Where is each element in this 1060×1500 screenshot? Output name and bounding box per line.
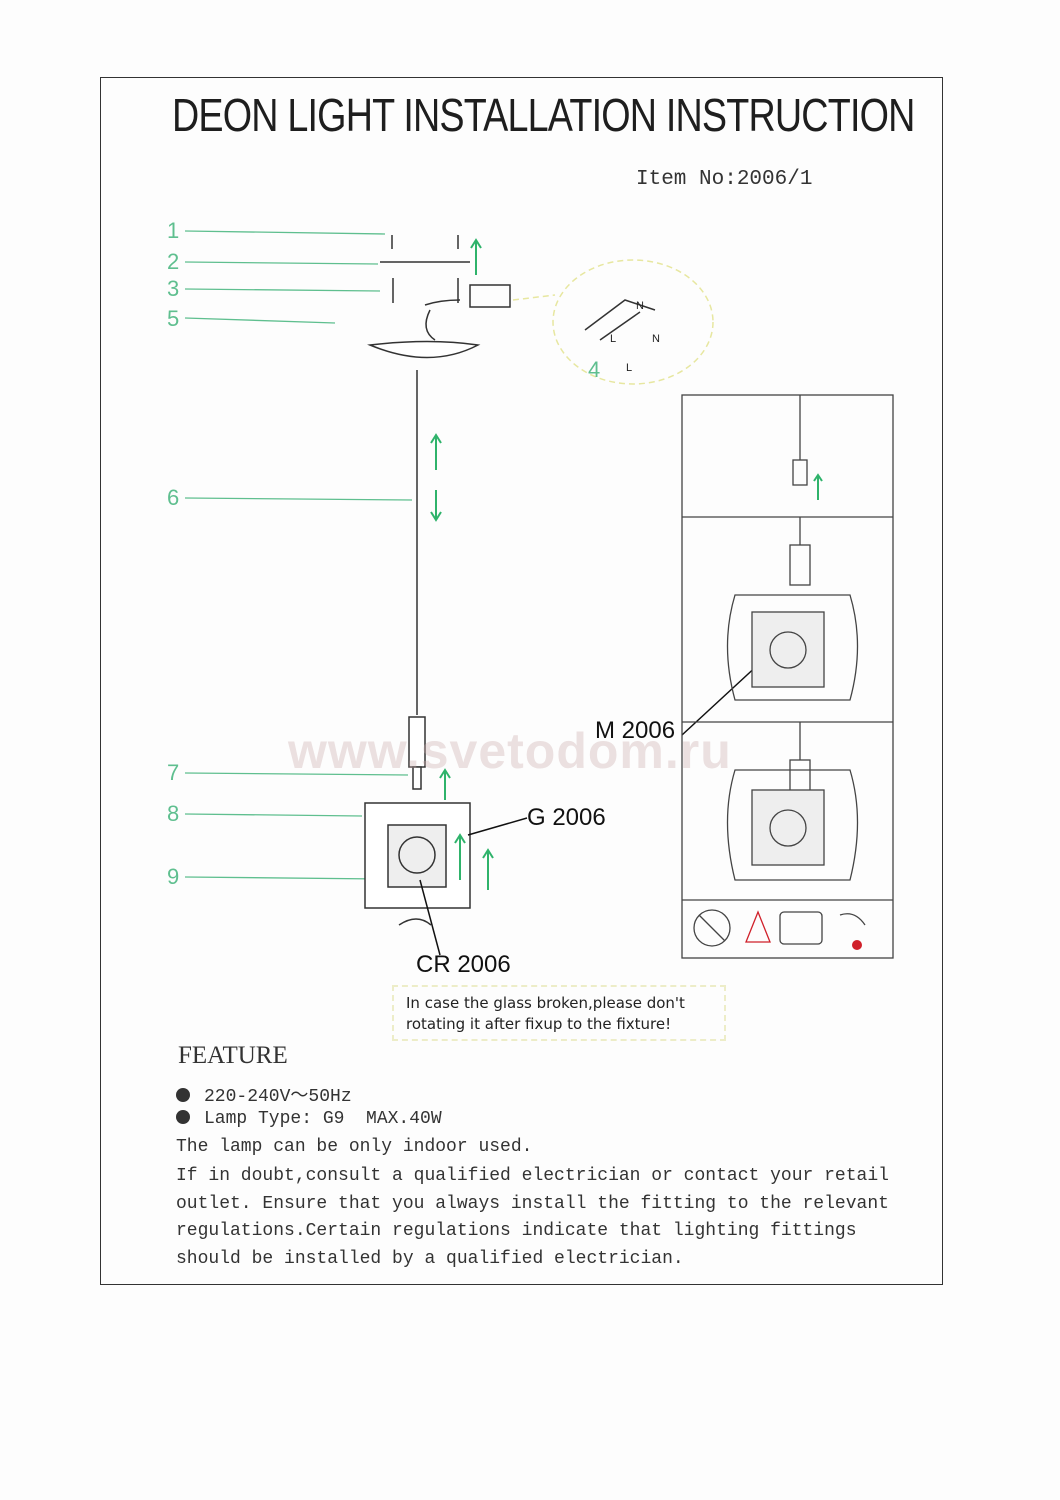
feature-line: If in doubt,consult a qualified electric… [176,1166,889,1186]
wire-label-n: N [636,300,644,312]
leader-1 [184,230,386,235]
warning-triangle-icon [745,910,771,943]
leader-6 [184,497,413,501]
feature-heading: FEATURE [178,1042,288,1069]
bullet-icon [176,1110,190,1124]
feature-line: The lamp can be only indoor used. [176,1137,533,1157]
blood-drop-icon [852,940,862,950]
feature-line: should be installed by a qualified elect… [176,1249,684,1269]
step-number-4: 4 [588,357,601,382]
bullet-icon [176,1088,190,1102]
direction-arrows [430,238,823,890]
leader-8 [184,813,363,817]
step-number-6: 6 [167,485,180,510]
cloth-icon [779,911,823,945]
step-number-7: 7 [167,760,180,785]
step-number-1: 1 [167,218,180,243]
crystal-ornament [398,836,436,874]
step-number-3: 3 [167,276,180,301]
lamp-type-text: Lamp Type: G9 MAX.40W [204,1109,442,1129]
step-panel [681,394,894,959]
part-label-g2006: G 2006 [527,804,606,831]
step-number-8: 8 [167,801,180,826]
crystal-cube [387,824,447,888]
m2006-leader [681,662,761,736]
feature-line: regulations.Certain regulations indicate… [176,1221,857,1241]
warning-line-2: rotating it after fixup to the fixture! [406,1015,672,1033]
screws [392,278,459,303]
voltage-text: 220-240V～50Hz [204,1087,352,1107]
cr2006-leader [419,879,441,956]
step-number-5: 5 [167,306,180,331]
hand-injury-icon [839,913,866,926]
terminal-detail [584,299,656,341]
glass-warning-note: In case the glass broken,please don't ro… [392,985,726,1041]
item-number: Item No:2006/1 [636,168,813,191]
wire-label-n2: N [652,333,660,345]
wall-plugs [391,235,459,249]
watermark: www.svetodom.ru [288,723,732,779]
leader-3 [184,288,381,292]
leader-5 [184,317,336,324]
wires [424,299,461,341]
part-label-m2006: M 2006 [595,717,676,744]
rotate-arrow [398,918,432,926]
g2006-leader [467,817,528,836]
wiring-detail-bubble [552,259,714,385]
no-touch-icon [693,909,731,947]
step-number-2: 2 [167,249,180,274]
terminal-block [469,284,511,308]
canopy [367,340,481,359]
feature-bullet: Lamp Type: G9 MAX.40W [176,1109,442,1129]
warning-line-1: In case the glass broken,please don't [406,994,685,1012]
document-title: DEON LIGHT INSTALLATION INSTRUCTION [172,89,915,141]
feature-line: outlet. Ensure that you always install t… [176,1194,889,1214]
wire-label-l: L [610,333,617,345]
step-number-9: 9 [167,864,180,889]
leader-2 [184,261,379,265]
wire-label-l2: L [626,362,633,374]
leader-7 [184,772,409,776]
feature-bullet: 220-240V～50Hz [176,1081,352,1107]
page-frame [100,77,943,1285]
g9-bulb [412,766,422,790]
part-label-cr2006: CR 2006 [416,951,511,978]
leader-9 [184,876,383,880]
